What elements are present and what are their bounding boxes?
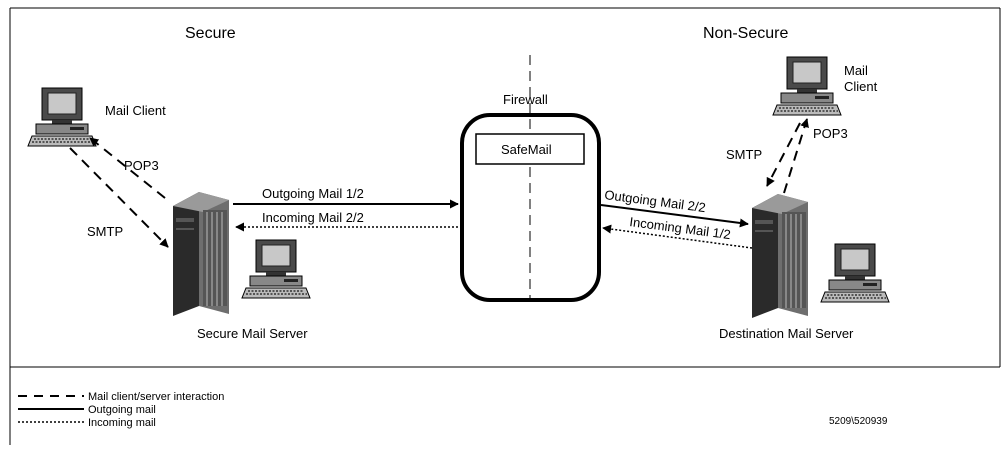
- mail-client-left-icon: [27, 87, 97, 147]
- right-pop3-label: POP3: [813, 126, 848, 141]
- secure-server-console-icon: [241, 239, 311, 299]
- legend-dotted-label: Incoming mail: [88, 417, 156, 429]
- right-smtp-label: SMTP: [726, 147, 762, 162]
- destination-mail-server-icon: [752, 194, 808, 318]
- figure-id: 5209\520939: [829, 416, 888, 427]
- mail-client-right-label-line2: Client: [844, 79, 878, 94]
- secure-mail-server-icon: [173, 192, 229, 316]
- left-smtp-arrow: [69, 147, 169, 248]
- mail-client-left-label: Mail Client: [105, 103, 166, 118]
- left-pop3-label: POP3: [124, 158, 159, 173]
- incoming-mail-2-label: Incoming Mail 2/2: [262, 210, 364, 225]
- right-pop3-arrow: [783, 118, 809, 194]
- destination-mail-server-label: Destination Mail Server: [719, 326, 854, 341]
- outgoing-mail-2-arrow: [600, 204, 749, 228]
- safemail-box: [475, 133, 585, 165]
- mail-client-right-icon: [772, 56, 842, 116]
- firewall-container: [460, 113, 601, 302]
- legend-solid-label: Outgoing mail: [88, 404, 156, 416]
- right-smtp-arrow: [766, 122, 801, 187]
- outgoing-mail-1-label: Outgoing Mail 1/2: [262, 186, 364, 201]
- legend-dashed-label: Mail client/server interaction: [88, 391, 224, 403]
- secure-mail-server-label: Secure Mail Server: [197, 326, 308, 341]
- incoming-mail-1-arrow: [602, 224, 753, 249]
- destination-server-console-icon: [820, 243, 890, 303]
- mail-client-right-label-line1: Mail: [844, 63, 868, 78]
- safemail-label: SafeMail: [501, 142, 552, 157]
- zone-label-non-secure: Non-Secure: [703, 25, 788, 42]
- left-smtp-label: SMTP: [87, 224, 123, 239]
- outgoing-mail-2-label: Outgoing Mail 2/2: [604, 187, 707, 215]
- zone-label-secure: Secure: [185, 25, 236, 42]
- firewall-label: Firewall: [503, 92, 548, 107]
